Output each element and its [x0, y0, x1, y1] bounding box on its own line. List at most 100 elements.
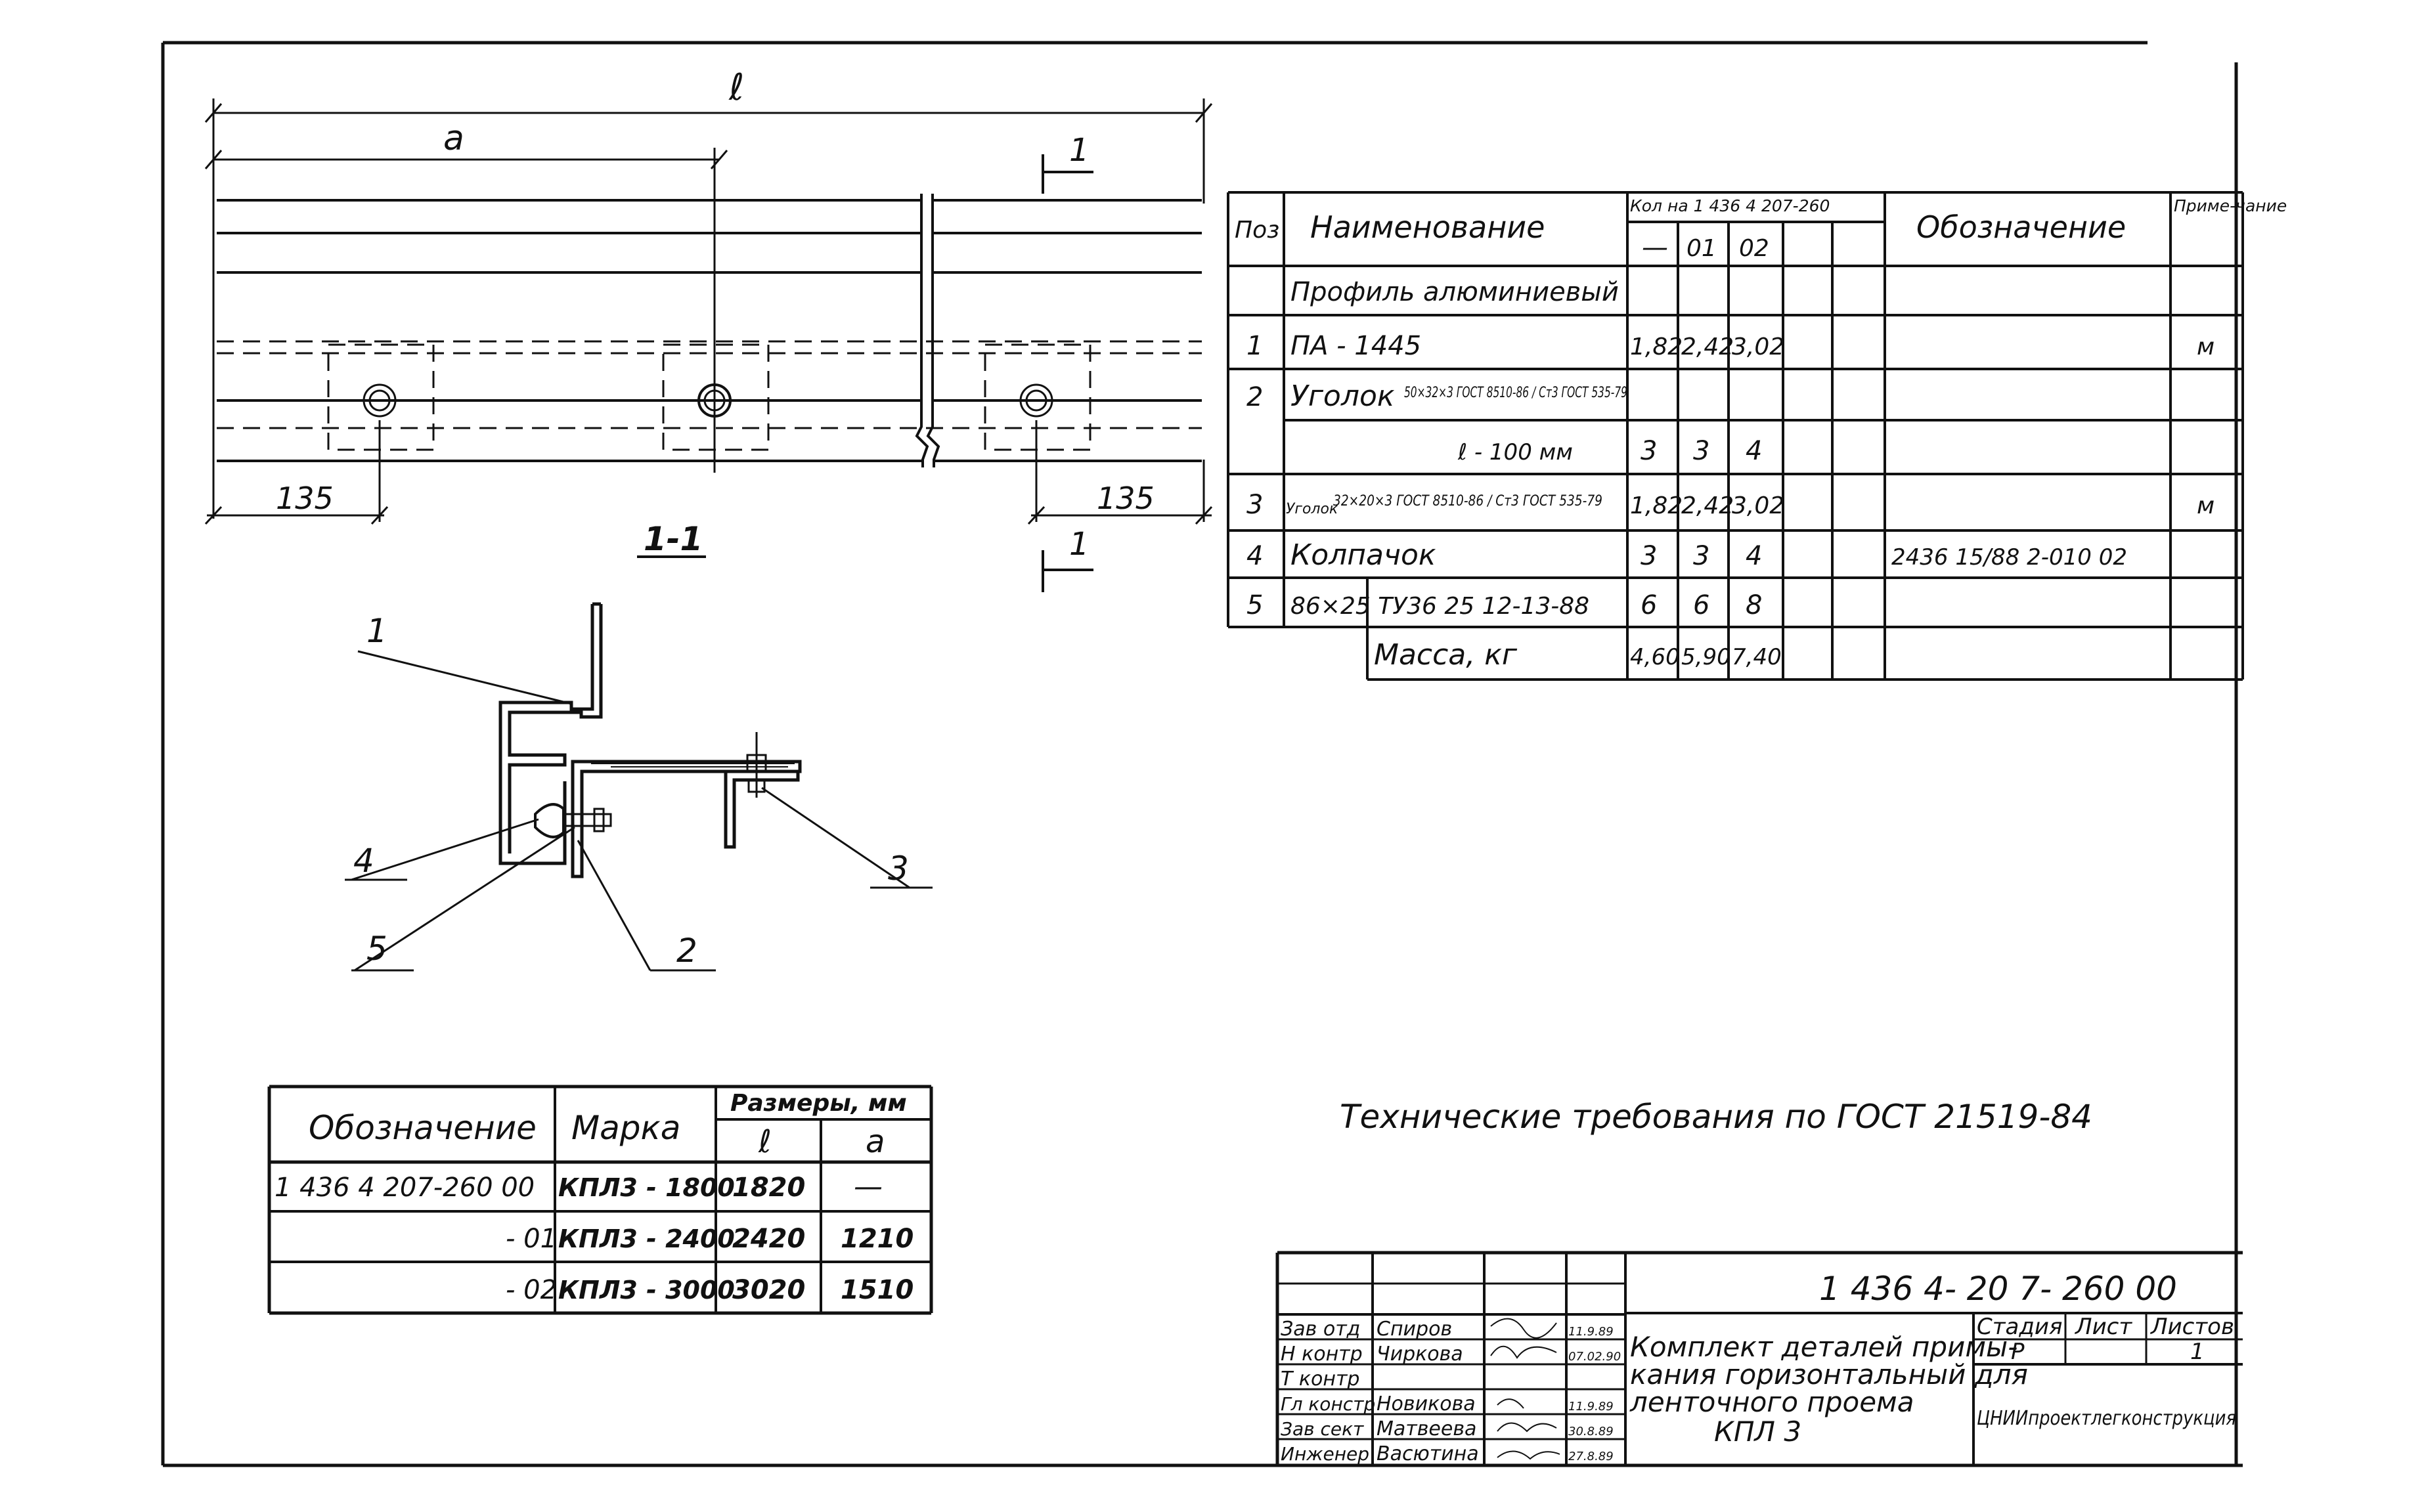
callout-2: 2 [676, 932, 697, 970]
svg-text:КПЛ3 - 3000: КПЛ3 - 3000 [558, 1276, 735, 1305]
svg-text:4: 4 [1746, 541, 1762, 571]
title-line-1: Комплект деталей примы- [1630, 1331, 2017, 1363]
stage-label: Стадия [1977, 1314, 2062, 1340]
spec-h-qty: Кол на 1 436 4 207-260 [1630, 196, 1830, 215]
var-h-designation: Обозначение [309, 1109, 537, 1147]
callout-4: 4 [353, 842, 374, 880]
svg-text:1 436 4 207-260 00: 1 436 4 207-260 00 [275, 1173, 535, 1203]
svg-text:1: 1 [1069, 132, 1090, 169]
svg-text:- 02: - 02 [506, 1275, 557, 1305]
svg-text:Н контр: Н контр [1281, 1343, 1363, 1366]
sheet-frame [161, 41, 2243, 1467]
svg-text:6: 6 [1693, 590, 1709, 620]
spec-row-5: 4 Колпачок 3 3 4 2436 15/88 2-010 02 [1246, 538, 2127, 572]
svg-text:4: 4 [1246, 541, 1263, 571]
section-marker-top: 1 [1042, 132, 1093, 194]
svg-text:2,42: 2,42 [1681, 334, 1734, 360]
svg-text:27.8.89: 27.8.89 [1568, 1450, 1614, 1463]
var-row-2: - 02 КПЛ3 - 3000 3020 1510 [506, 1275, 914, 1305]
svg-text:Матвеева: Матвеева [1377, 1417, 1476, 1440]
section-marker-bottom: 1 [1042, 526, 1093, 592]
callout-3: 3 [888, 850, 909, 888]
dim-right-135: 135 [1097, 481, 1155, 516]
svg-text:7,40: 7,40 [1732, 644, 1782, 670]
svg-text:3: 3 [1693, 436, 1709, 466]
svg-text:1,82: 1,82 [1630, 492, 1683, 519]
svg-text:50×32×3 ГОСТ 8510-86 / Ст3 ГОС: 50×32×3 ГОСТ 8510-86 / Ст3 ГОСТ 535-79 [1404, 385, 1627, 401]
callout-1: 1 [366, 612, 387, 650]
spec-mass-row: Масса, кг 4,60 5,90 7,40 [1374, 638, 1782, 672]
svg-text:1210: 1210 [841, 1224, 914, 1254]
svg-text:6: 6 [1641, 590, 1657, 620]
svg-text:86×25 ТУ36 25 12-13-88: 86×25 ТУ36 25 12-13-88 [1290, 593, 1589, 620]
section-view: 1 4 5 2 3 [345, 602, 933, 972]
svg-text:Зав сект: Зав сект [1281, 1418, 1364, 1440]
sheet-label: Лист [2074, 1314, 2132, 1340]
doc-code: 1 436 4- 20 7- 260 00 [1819, 1270, 2177, 1308]
stage-value: Р [2011, 1339, 2025, 1365]
svg-text:—: — [854, 1170, 883, 1203]
var-h-sizes: Размеры, мм [730, 1090, 907, 1117]
spec-h-v0: — [1642, 232, 1668, 263]
var-h-mark: Марка [571, 1109, 680, 1147]
svg-text:м: м [2197, 334, 2215, 360]
technical-requirements: Технические требования по ГОСТ 21519-84 [1340, 1098, 2092, 1136]
dim-left-135: 135 [276, 481, 334, 516]
svg-text:11.9.89: 11.9.89 [1568, 1400, 1614, 1414]
spec-h-v2: 02 [1739, 235, 1769, 262]
svg-text:3: 3 [1641, 541, 1657, 571]
svg-text:КПЛ3 - 2400: КПЛ3 - 2400 [558, 1224, 735, 1253]
svg-text:30.8.89: 30.8.89 [1568, 1425, 1614, 1438]
spec-row-6: 5 86×25 ТУ36 25 12-13-88 6 6 8 [1246, 590, 1762, 620]
svg-text:3: 3 [1693, 541, 1709, 571]
dim-a-label: а [443, 119, 464, 158]
spec-row-1: 1 ПА - 1445 1,82 2,42 3,02 м [1246, 331, 2215, 361]
svg-text:Масса, кг: Масса, кг [1374, 638, 1518, 672]
svg-text:1,82: 1,82 [1630, 334, 1683, 360]
title-line-3: ленточного проема [1629, 1386, 1914, 1418]
spec-row-2: 2 Уголок 50×32×3 ГОСТ 8510-86 / Ст3 ГОСТ… [1246, 379, 1627, 413]
dim-l-label: ℓ [728, 66, 744, 109]
spec-h-name: Наименование [1310, 209, 1545, 245]
cap-hole-1 [363, 383, 397, 418]
cap-hole-2 [697, 383, 732, 418]
sheets-label: Листов [2149, 1314, 2234, 1340]
svg-text:11.9.89: 11.9.89 [1568, 1325, 1614, 1339]
var-row-0: 1 436 4 207-260 00 КПЛ3 - 1800 1820 — [275, 1170, 883, 1203]
var-h-a: а [866, 1123, 885, 1160]
svg-text:Зав отд: Зав отд [1281, 1318, 1360, 1341]
spec-row-4: 3 Уголок 32×20×3 ГОСТ 8510-86 / Ст3 ГОСТ… [1246, 490, 2215, 520]
svg-text:8: 8 [1746, 590, 1762, 620]
spec-h-v1: 01 [1686, 235, 1717, 262]
svg-text:2436 15/88 2-010 02: 2436 15/88 2-010 02 [1891, 544, 2127, 571]
svg-text:Инженер: Инженер [1281, 1443, 1369, 1465]
svg-text:32×20×3 ГОСТ 8510-86 / Ст3 ГОС: 32×20×3 ГОСТ 8510-86 / Ст3 ГОСТ 535-79 [1333, 493, 1602, 509]
spec-h-pos: Поз [1235, 217, 1279, 244]
svg-text:3020: 3020 [732, 1275, 805, 1305]
svg-text:4,60: 4,60 [1630, 644, 1680, 670]
svg-text:Чиркова: Чиркова [1377, 1343, 1463, 1366]
svg-text:1510: 1510 [841, 1275, 914, 1305]
svg-text:Профиль алюминиевый: Профиль алюминиевый [1290, 277, 1619, 307]
svg-text:Колпачок: Колпачок [1290, 538, 1436, 572]
spec-row-3: ℓ - 100 мм 3 3 4 [1457, 436, 1762, 466]
svg-text:Уголок: Уголок [1290, 379, 1395, 413]
svg-text:ПА - 1445: ПА - 1445 [1290, 331, 1421, 361]
var-row-1: - 01 КПЛ3 - 2400 2420 1210 [506, 1224, 914, 1254]
svg-text:Спиров: Спиров [1377, 1318, 1452, 1341]
callout-5: 5 [366, 930, 387, 968]
svg-text:5,90: 5,90 [1681, 644, 1731, 670]
variants-table: Обозначение Марка Размеры, мм ℓ а 1 436 … [267, 1085, 933, 1315]
svg-text:3,02: 3,02 [1732, 334, 1784, 360]
svg-text:2,42: 2,42 [1681, 492, 1734, 519]
var-h-l: ℓ [758, 1123, 772, 1160]
svg-text:Васютина: Васютина [1377, 1442, 1479, 1465]
spec-table: Поз Наименование Кол на 1 436 4 207-260 … [1227, 191, 2287, 681]
signatures: Зав отд Спиров 11.9.89 Н контр Чиркова 0… [1281, 1318, 1621, 1465]
spec-h-designation: Обозначение [1916, 209, 2126, 245]
section-title: 1-1 [644, 520, 703, 558]
title-line-4: КПЛ 3 [1714, 1415, 1801, 1448]
svg-text:1820: 1820 [732, 1173, 805, 1203]
svg-text:Новикова: Новикова [1377, 1393, 1476, 1415]
svg-text:КПЛ3 - 1800: КПЛ3 - 1800 [558, 1173, 735, 1202]
